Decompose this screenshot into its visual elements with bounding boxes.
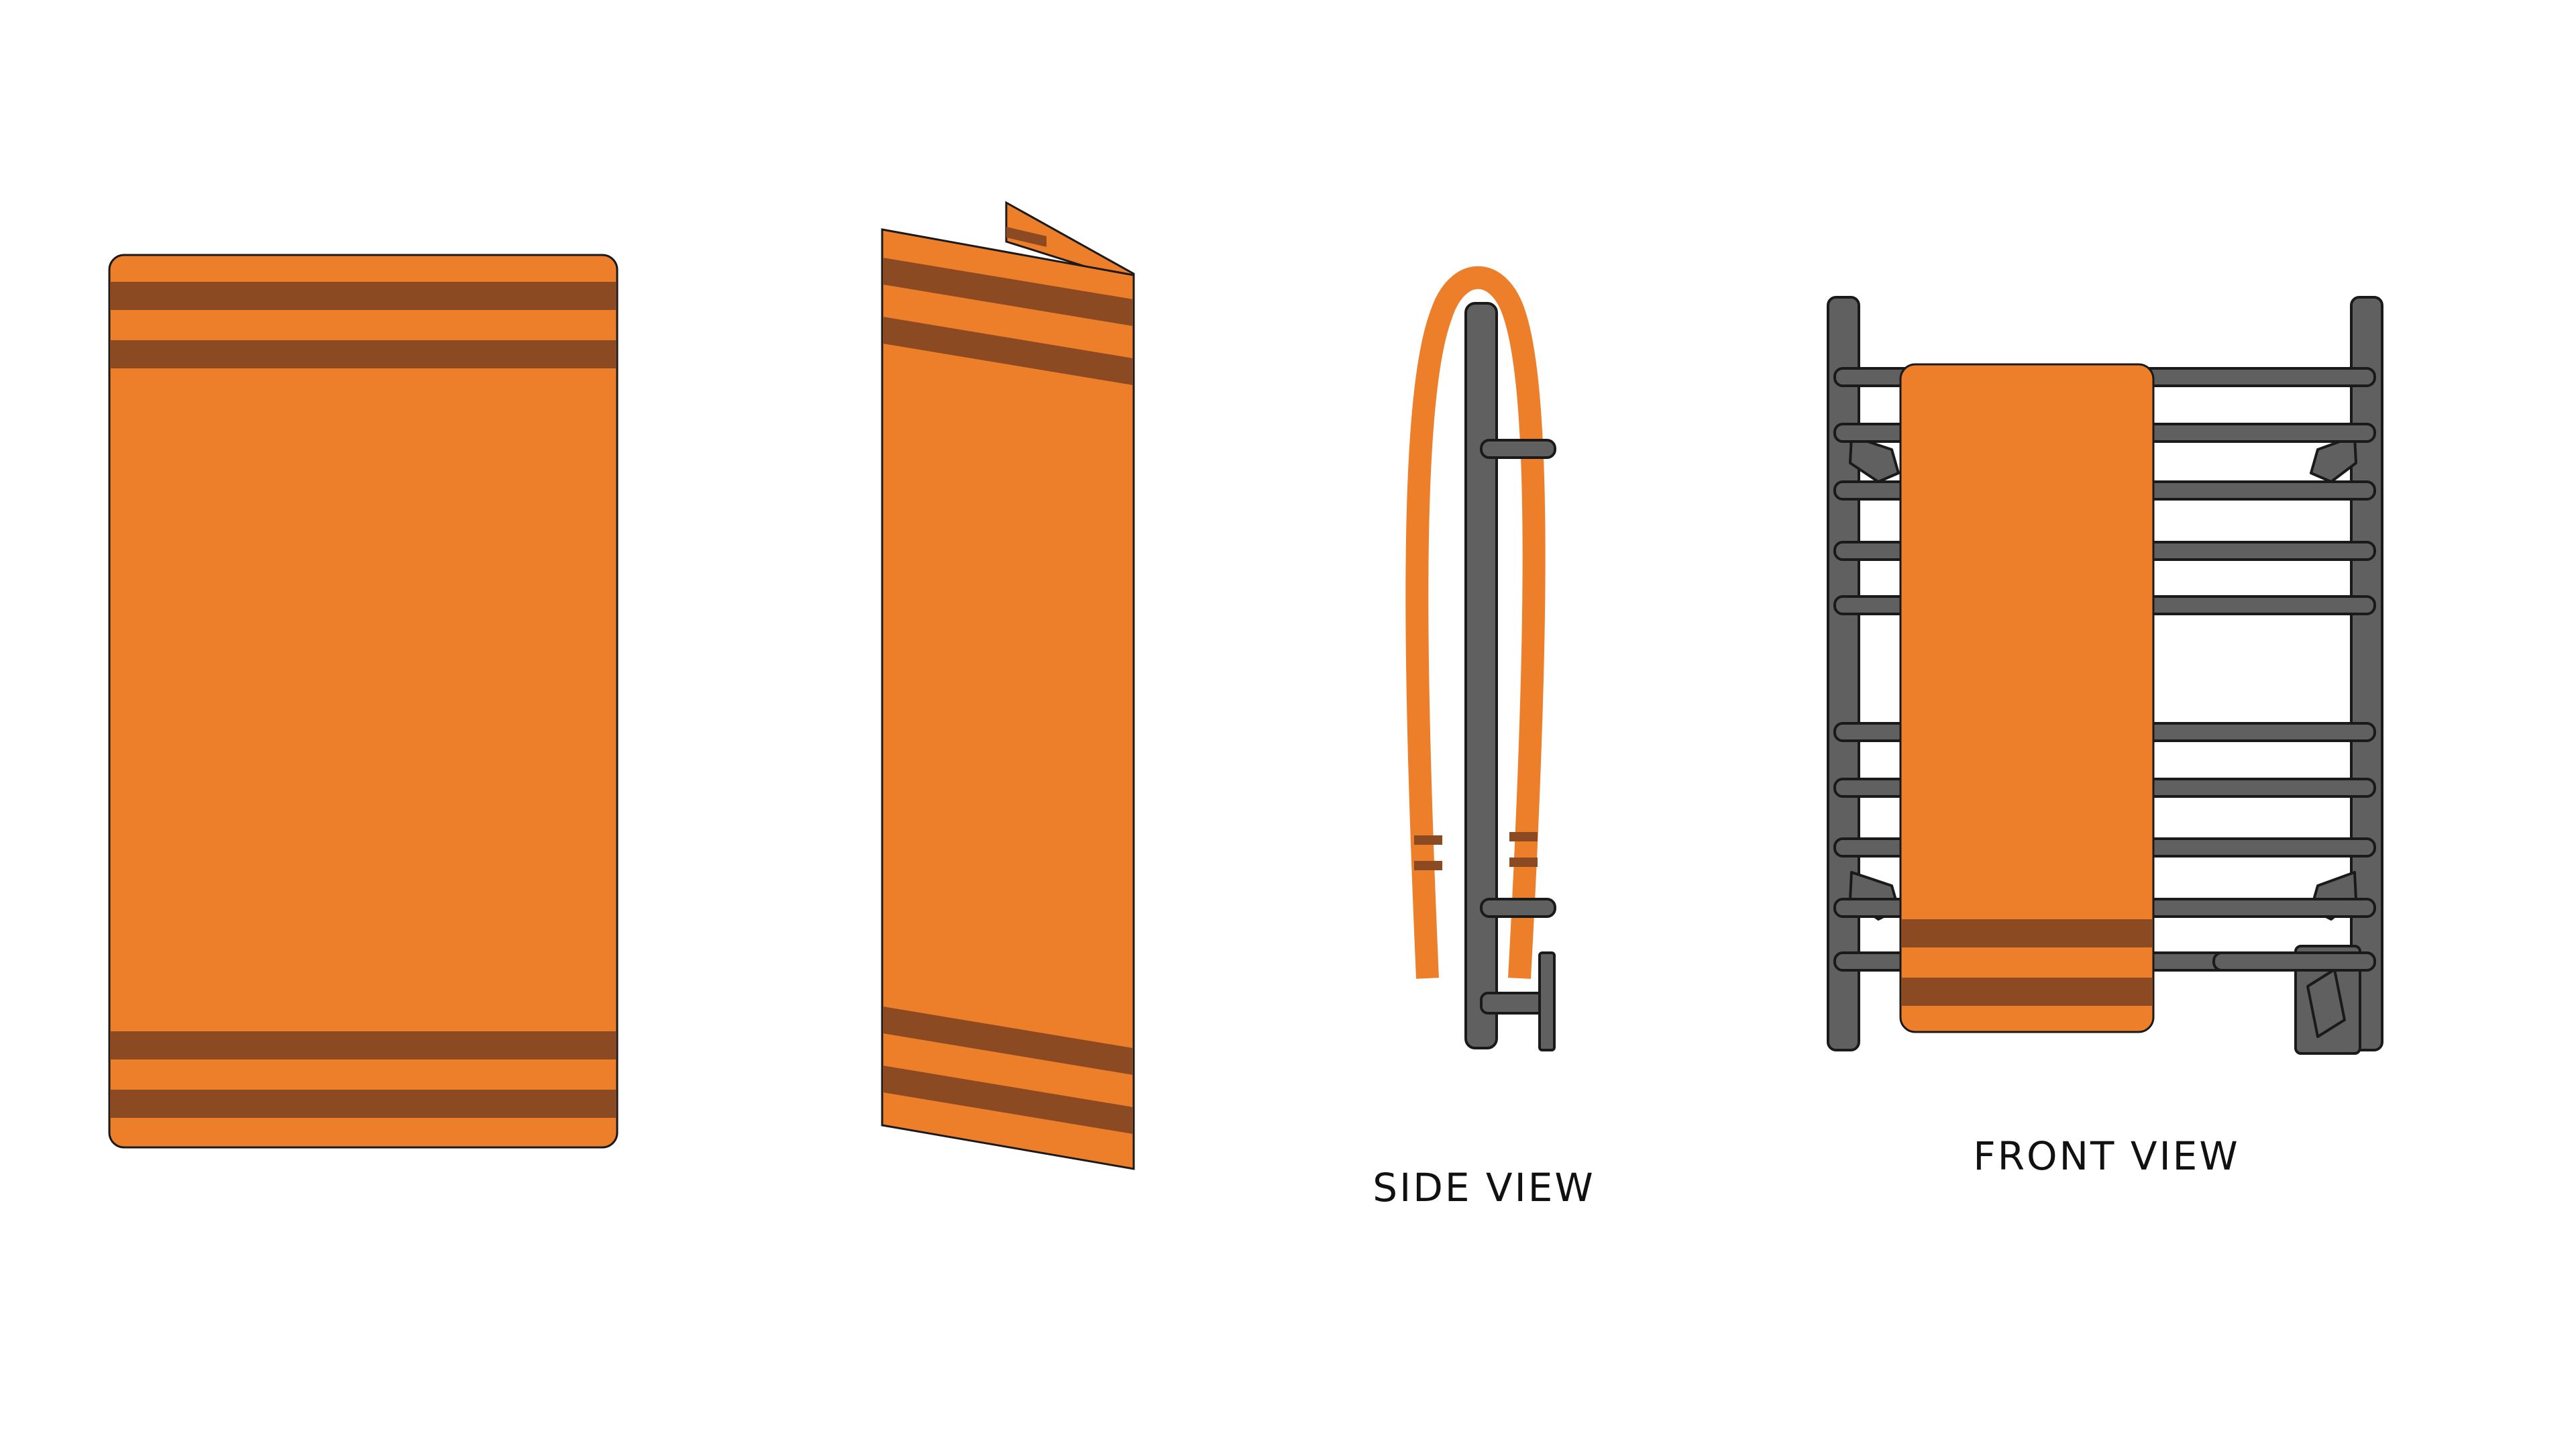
- front-view-bracket-top-right: [2310, 435, 2357, 483]
- front-view-illustration: FRONT VIEW: [1827, 296, 2383, 1179]
- front-view-towel-stripe-2: [1901, 978, 2153, 1006]
- flat-towel-stripe-bottom-1: [110, 1031, 616, 1059]
- side-view-stripe-left-2: [1414, 861, 1442, 870]
- front-view-wall-plate-clip: [2306, 968, 2346, 1038]
- front-view-right-post: [2350, 296, 2383, 1051]
- side-view-stripe-right-2: [1509, 858, 1538, 867]
- front-view-towel-stripe-1: [1901, 919, 2153, 947]
- front-view-label: FRONT VIEW: [1973, 1133, 2239, 1179]
- side-view-towel-outline: [1405, 266, 1546, 979]
- side-view-rung-top: [1480, 439, 1556, 459]
- front-view-left-post: [1827, 296, 1860, 1051]
- flat-towel: [108, 254, 619, 1149]
- side-view-stripe-right-1: [1509, 832, 1538, 841]
- folded-towel-stripe-bottom-1: [883, 1006, 1133, 1075]
- folded-towel: [881, 201, 1135, 1170]
- side-view-label: SIDE VIEW: [1373, 1165, 1595, 1210]
- front-view-rung-lowest: [2212, 951, 2376, 972]
- side-view-wall-plate: [1538, 951, 1556, 1051]
- flat-towel-stripe-top-1: [110, 282, 616, 310]
- side-view-stripe-left-1: [1414, 835, 1442, 845]
- flat-towel-body: [108, 254, 619, 1149]
- front-view-towel: [1899, 363, 2155, 1033]
- folded-towel-back-flap-stripe: [1006, 227, 1046, 247]
- side-view-illustration: SIDE VIEW: [1373, 266, 1595, 1210]
- front-view-bracket-top-left: [1849, 435, 1900, 483]
- flat-towel-stripe-top-2: [110, 340, 616, 368]
- folded-towel-stripe-bottom-2: [883, 1066, 1133, 1134]
- side-view-rung-bottom: [1480, 898, 1556, 918]
- folded-towel-front-panel: [881, 228, 1135, 1170]
- folded-towel-stripe-top-2: [883, 317, 1133, 385]
- side-view-rail-post: [1464, 302, 1498, 1049]
- flat-towel-stripe-bottom-2: [110, 1090, 616, 1118]
- folded-towel-stripe-top-1: [883, 258, 1133, 326]
